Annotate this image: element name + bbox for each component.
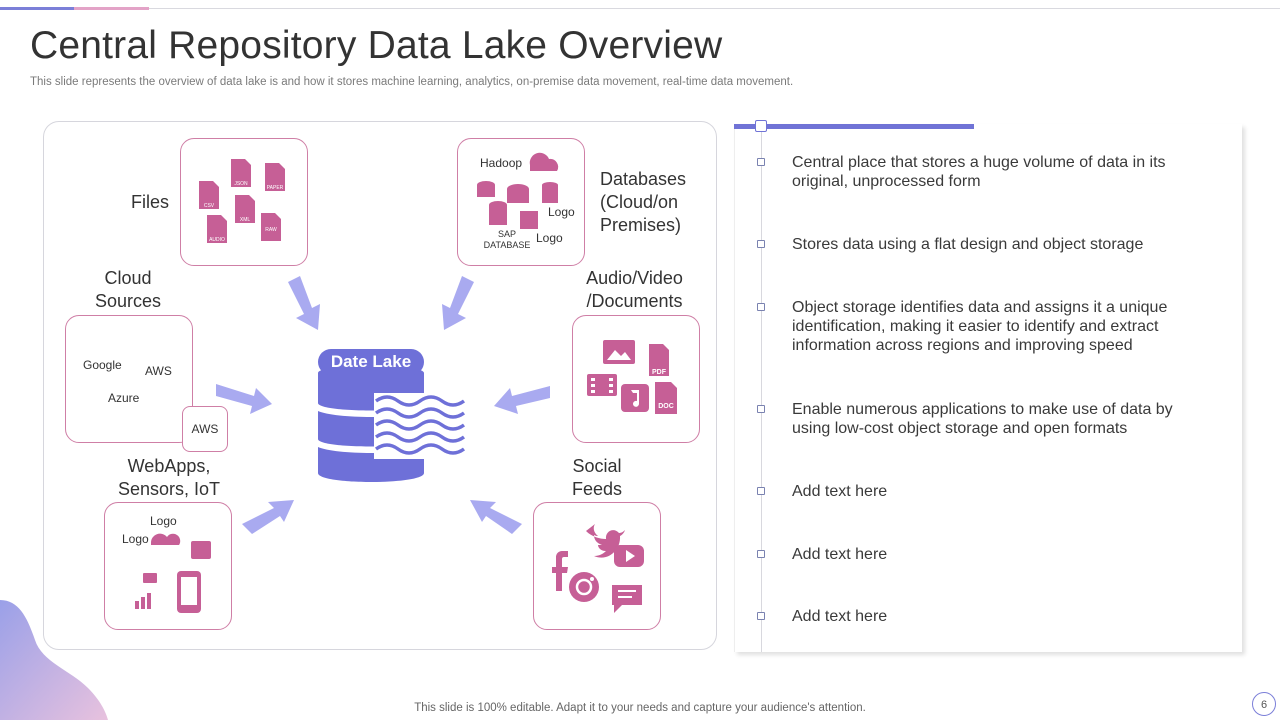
databases-label: Databases (Cloud/on Premises) xyxy=(600,168,700,237)
files-card: JSON PAPER CSV XML AUDIO RAW xyxy=(180,138,308,266)
webapps-label: WebApps, Sensors, IoT xyxy=(104,455,234,501)
timeline-node xyxy=(757,240,765,248)
timeline-text-6: Add text here xyxy=(792,546,888,563)
timeline-node xyxy=(757,612,765,620)
aws-logo: AWS xyxy=(145,364,172,378)
timeline-top-bar xyxy=(734,124,974,129)
google-logo: Google xyxy=(83,358,122,372)
databases-label-line1: Databases xyxy=(600,169,687,189)
cloud-label-line1: Cloud xyxy=(104,268,152,288)
file-icons: JSON PAPER CSV XML AUDIO RAW xyxy=(199,159,285,243)
json-icon-text: JSON xyxy=(234,181,248,187)
media-icons: PDF DOC xyxy=(587,340,677,414)
cloud-sources-label: Cloud Sources xyxy=(78,267,178,313)
facebook-icon xyxy=(552,551,568,591)
files-label: Files xyxy=(130,192,169,212)
sap-label: SAP xyxy=(497,229,516,239)
databases-label-line3: Premises) xyxy=(600,215,682,235)
webapps-logo-2: Logo xyxy=(122,532,149,546)
data-lake-label: Date Lake xyxy=(318,349,424,375)
audio-icon-text: AUDIO xyxy=(209,237,225,243)
pdf-icon-text: PDF xyxy=(652,369,667,376)
audio-label-line1: Audio/Video xyxy=(586,268,683,288)
top-accent-blue xyxy=(0,7,74,10)
flow-arrows xyxy=(216,276,550,534)
top-divider xyxy=(0,8,1280,9)
instagram-icon xyxy=(569,572,599,602)
arrow-files xyxy=(288,276,320,330)
social-label-line2: Feeds xyxy=(571,479,623,499)
footer-note: This slide is 100% editable. Adapt it to… xyxy=(414,702,866,714)
slide-subtitle: This slide represents the overview of da… xyxy=(30,76,794,88)
paper-icon-text: PAPER xyxy=(267,185,284,191)
timeline-text-7: Add text here xyxy=(792,608,888,625)
timeline-node xyxy=(757,303,765,311)
iot-icons xyxy=(135,533,211,613)
arrow-social xyxy=(470,500,522,534)
arrow-webapps xyxy=(242,500,294,534)
page-number: 6 xyxy=(1252,692,1276,716)
chat-icon xyxy=(612,585,642,613)
webapps-label-line2: Sensors, IoT xyxy=(117,479,221,499)
audio-video-label: Audio/Video /Documents xyxy=(577,267,692,313)
timeline-text-2: Stores data using a flat design and obje… xyxy=(792,236,1144,253)
arrow-audio xyxy=(494,386,550,414)
top-accent-pink xyxy=(74,7,149,10)
hadoop-logo: Hadoop xyxy=(480,156,523,170)
cloud-sources-card xyxy=(65,315,193,443)
timeline-text-5: Add text here xyxy=(792,483,888,500)
timeline-node xyxy=(757,550,765,558)
sap-database-label: DATABASE xyxy=(483,240,531,250)
webapps-logo-1: Logo xyxy=(150,514,177,528)
audio-video-card: PDF DOC xyxy=(572,315,700,443)
xml-icon-text: XML xyxy=(240,217,251,223)
social-icons xyxy=(552,524,644,613)
timeline-panel xyxy=(734,124,1242,652)
social-feeds-card xyxy=(533,502,661,630)
cloud-label-line2: Sources xyxy=(94,291,162,311)
timeline-text-1: Central place that stores a huge volume … xyxy=(792,154,1166,190)
timeline-handle xyxy=(755,120,767,132)
timeline-text-4: Enable numerous applications to make use… xyxy=(792,401,1173,437)
aws-box: AWS xyxy=(182,406,228,452)
db-logo-1: Logo xyxy=(548,205,575,219)
database-icons xyxy=(477,152,559,229)
timeline-node xyxy=(757,158,765,166)
timeline-text-3: Object storage identifies data and assig… xyxy=(792,299,1168,354)
raw-icon-text: RAW xyxy=(265,227,277,233)
social-feeds-label: Social Feeds xyxy=(552,455,642,501)
decorative-wave xyxy=(0,600,108,720)
timeline-node xyxy=(757,487,765,495)
social-label-line1: Social xyxy=(572,456,622,476)
webapps-label-line1: WebApps, xyxy=(127,456,211,476)
arrow-cloud xyxy=(216,384,272,414)
slide-title: Central Repository Data Lake Overview xyxy=(30,24,723,67)
db-logo-2: Logo xyxy=(536,231,563,245)
data-lake-icon xyxy=(318,365,466,482)
arrow-databases xyxy=(442,276,474,330)
webapps-card xyxy=(104,502,232,630)
csv-icon-text: CSV xyxy=(204,203,215,209)
azure-logo: Azure xyxy=(108,391,140,405)
audio-label-line2: /Documents xyxy=(586,291,683,311)
timeline-node xyxy=(757,405,765,413)
timeline-line xyxy=(761,129,762,652)
doc-icon-text: DOC xyxy=(658,403,674,410)
databases-label-line2: (Cloud/on xyxy=(600,192,679,212)
databases-card xyxy=(457,138,585,266)
